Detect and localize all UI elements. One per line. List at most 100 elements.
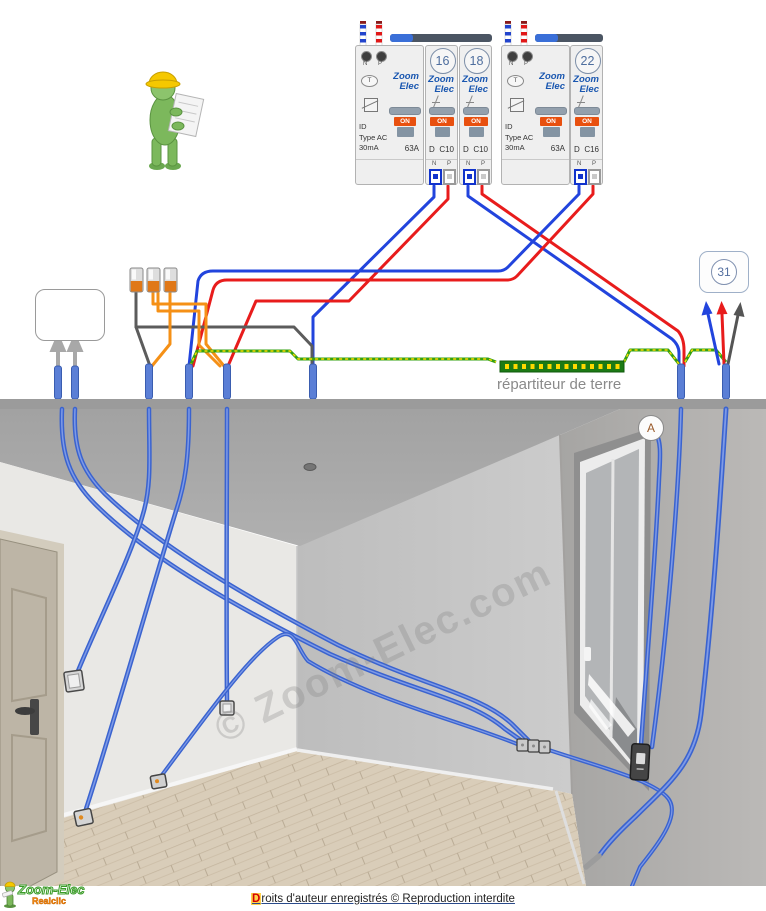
- conduits: [59, 406, 729, 886]
- floor-slab: [0, 399, 766, 409]
- conduit-baseboard-to-outlet: [157, 632, 519, 781]
- terminal-label: P: [481, 161, 486, 167]
- wall-devices: [63, 669, 651, 827]
- roller-shutter-switch[interactable]: [629, 742, 651, 782]
- earth-wire-right1-dash: [623, 349, 680, 365]
- copyright-text: roits d'auteur enregistrés © Reproductio…: [261, 893, 515, 905]
- wire-connectors: [129, 267, 178, 293]
- test-button[interactable]: T: [507, 75, 524, 87]
- earth-distribution-bar: [499, 360, 625, 373]
- supply-cable-phase-2: [520, 21, 528, 47]
- terminal-label: P: [447, 161, 452, 167]
- busbar-comb-1: [390, 34, 492, 42]
- terminal-label: N: [432, 161, 437, 167]
- conduit-outlet-exit: [547, 748, 674, 886]
- phase-wire-breaker22: [191, 184, 595, 368]
- technician-character: [145, 71, 205, 170]
- on-toggle[interactable]: ON: [429, 107, 455, 137]
- terminal-label: P: [592, 161, 597, 167]
- cable-sheaths: [54, 363, 730, 399]
- terminal-screw: [361, 51, 372, 62]
- conduit-to-lower-left-box: [83, 406, 192, 812]
- wood-floor: [0, 751, 586, 886]
- circuit-number: 22: [574, 48, 601, 74]
- left-wall: [0, 462, 297, 836]
- back-wall: [297, 435, 572, 794]
- lower-left-box[interactable]: [73, 807, 94, 827]
- supply-cable-neutral-1: [359, 21, 367, 47]
- trip-symbol: [431, 95, 441, 111]
- room-3d-view: [0, 399, 766, 886]
- busbar-comb-2: [535, 34, 603, 42]
- on-toggle[interactable]: ON: [389, 107, 421, 137]
- neutral-terminal: [463, 169, 476, 185]
- supply-cable-phase-1: [375, 21, 383, 47]
- shuttle-wire: [134, 289, 314, 368]
- neutral-terminal: [574, 169, 587, 185]
- on-toggle[interactable]: ON: [535, 107, 567, 137]
- wiring-schematic: [49, 21, 745, 399]
- relay-symbol: [364, 98, 378, 112]
- neutral-terminal: [429, 169, 442, 185]
- goto-reference-number: 31: [711, 259, 737, 285]
- supply-cable-neutral-2: [504, 21, 512, 47]
- neutral-wire-breaker16: [311, 184, 436, 368]
- phase-terminal: [477, 169, 490, 185]
- phase-wire-breaker16: [226, 184, 450, 368]
- earth-bar-label: répartiteur de terre: [497, 376, 622, 393]
- conduit-right-descending: [583, 406, 729, 870]
- earth-wire-right1: [622, 348, 681, 365]
- phase-terminal: [588, 169, 601, 185]
- on-toggle[interactable]: ON: [463, 107, 489, 137]
- terminal-screw: [507, 51, 518, 62]
- neutral-wire-breaker18: [466, 184, 681, 368]
- wall-box-mid[interactable]: [219, 700, 235, 716]
- footer-bar: Droits d'auteur enregistrés © Reproducti…: [0, 886, 766, 911]
- baseboard-right: [554, 790, 586, 885]
- window-handle[interactable]: [584, 647, 591, 661]
- copyright-lead: D: [251, 893, 262, 905]
- terminal-label: P: [378, 61, 383, 67]
- terminal-label: N: [577, 161, 582, 167]
- copyright-link[interactable]: Droits d'auteur enregistrés © Reproducti…: [251, 893, 515, 905]
- conduit-to-switch: [75, 406, 152, 674]
- door: [0, 530, 64, 886]
- trip-symbol: [576, 95, 586, 111]
- baseboard-box[interactable]: [149, 773, 168, 790]
- terminal-screw: [376, 51, 387, 62]
- door-handle[interactable]: [30, 699, 39, 735]
- test-button[interactable]: T: [361, 75, 378, 87]
- light-switch[interactable]: [63, 669, 85, 693]
- ceiling-spot: [303, 463, 317, 471]
- incoming-arrows: [49, 331, 84, 366]
- terminal-label: N: [363, 61, 368, 67]
- neutral-wire-breaker22: [187, 184, 581, 368]
- circuit-number: 18: [463, 48, 490, 74]
- terminal-label: P: [524, 61, 529, 67]
- on-toggle[interactable]: ON: [574, 107, 600, 137]
- site-logo[interactable]: Zoom-Elec Realclic: [2, 876, 112, 910]
- phase-wire-breaker18: [480, 184, 686, 368]
- triple-outlet[interactable]: [516, 738, 551, 754]
- ceiling: [0, 409, 620, 546]
- logo-mascot-icon: [2, 881, 16, 908]
- rating-label: 63A: [404, 144, 419, 153]
- rating-label: 63A: [550, 144, 565, 153]
- logo-subtitle: Realclic: [32, 896, 67, 907]
- goto-31-arrows: [701, 301, 745, 366]
- terminal-screw: [522, 51, 533, 62]
